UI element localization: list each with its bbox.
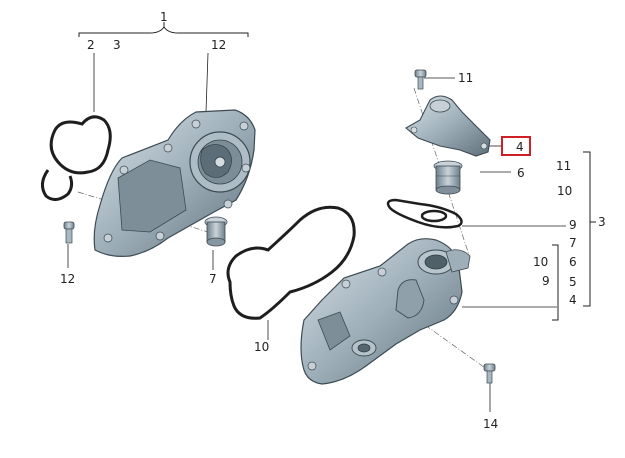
callout-2[interactable]: 2 [87,38,95,52]
callout-6-right[interactable]: 6 [569,255,577,269]
callout-14[interactable]: 14 [483,417,499,431]
callout-7-right[interactable]: 7 [569,236,577,250]
callout-12-bolt[interactable]: 12 [60,272,76,286]
thermostat-6 [433,160,463,195]
thermostat-cover-4 [405,95,491,157]
callout-4-right[interactable]: 4 [569,293,577,307]
callout-11-screw[interactable]: 11 [458,71,474,85]
callout-7-sleeve[interactable]: 7 [209,272,217,286]
callout-10-gasket[interactable]: 10 [254,340,270,354]
callout-5-right[interactable]: 5 [569,275,577,289]
callout-9-right[interactable]: 9 [569,218,577,232]
seal-9 [386,198,463,229]
gasket-seal-2 [41,115,112,201]
callout-3-top[interactable]: 3 [113,38,121,52]
callout-12-top[interactable]: 12 [211,38,227,52]
leader-lines [67,52,566,412]
callout-6[interactable]: 6 [517,166,525,180]
callout-9-mid[interactable]: 9 [542,274,550,288]
callout-11-right[interactable]: 11 [556,159,572,173]
pump-housing-right [300,238,471,385]
group-3-bracket [552,151,596,321]
group-1-bracket [78,22,249,37]
screw-11 [414,69,427,90]
callout-3-right[interactable]: 3 [598,215,606,229]
callout-10-mid[interactable]: 10 [533,255,549,269]
highlighted-callout-4-label: 4 [516,140,524,154]
callout-10-right[interactable]: 10 [557,184,573,198]
pump-housing-left [93,109,256,257]
sleeve-7 [204,216,228,247]
callout-1[interactable]: 1 [160,10,168,24]
gasket-10 [226,205,356,320]
highlighted-callout-4[interactable]: 4 [501,136,531,156]
bolt-12 [63,221,75,244]
bolt-14 [483,363,496,384]
